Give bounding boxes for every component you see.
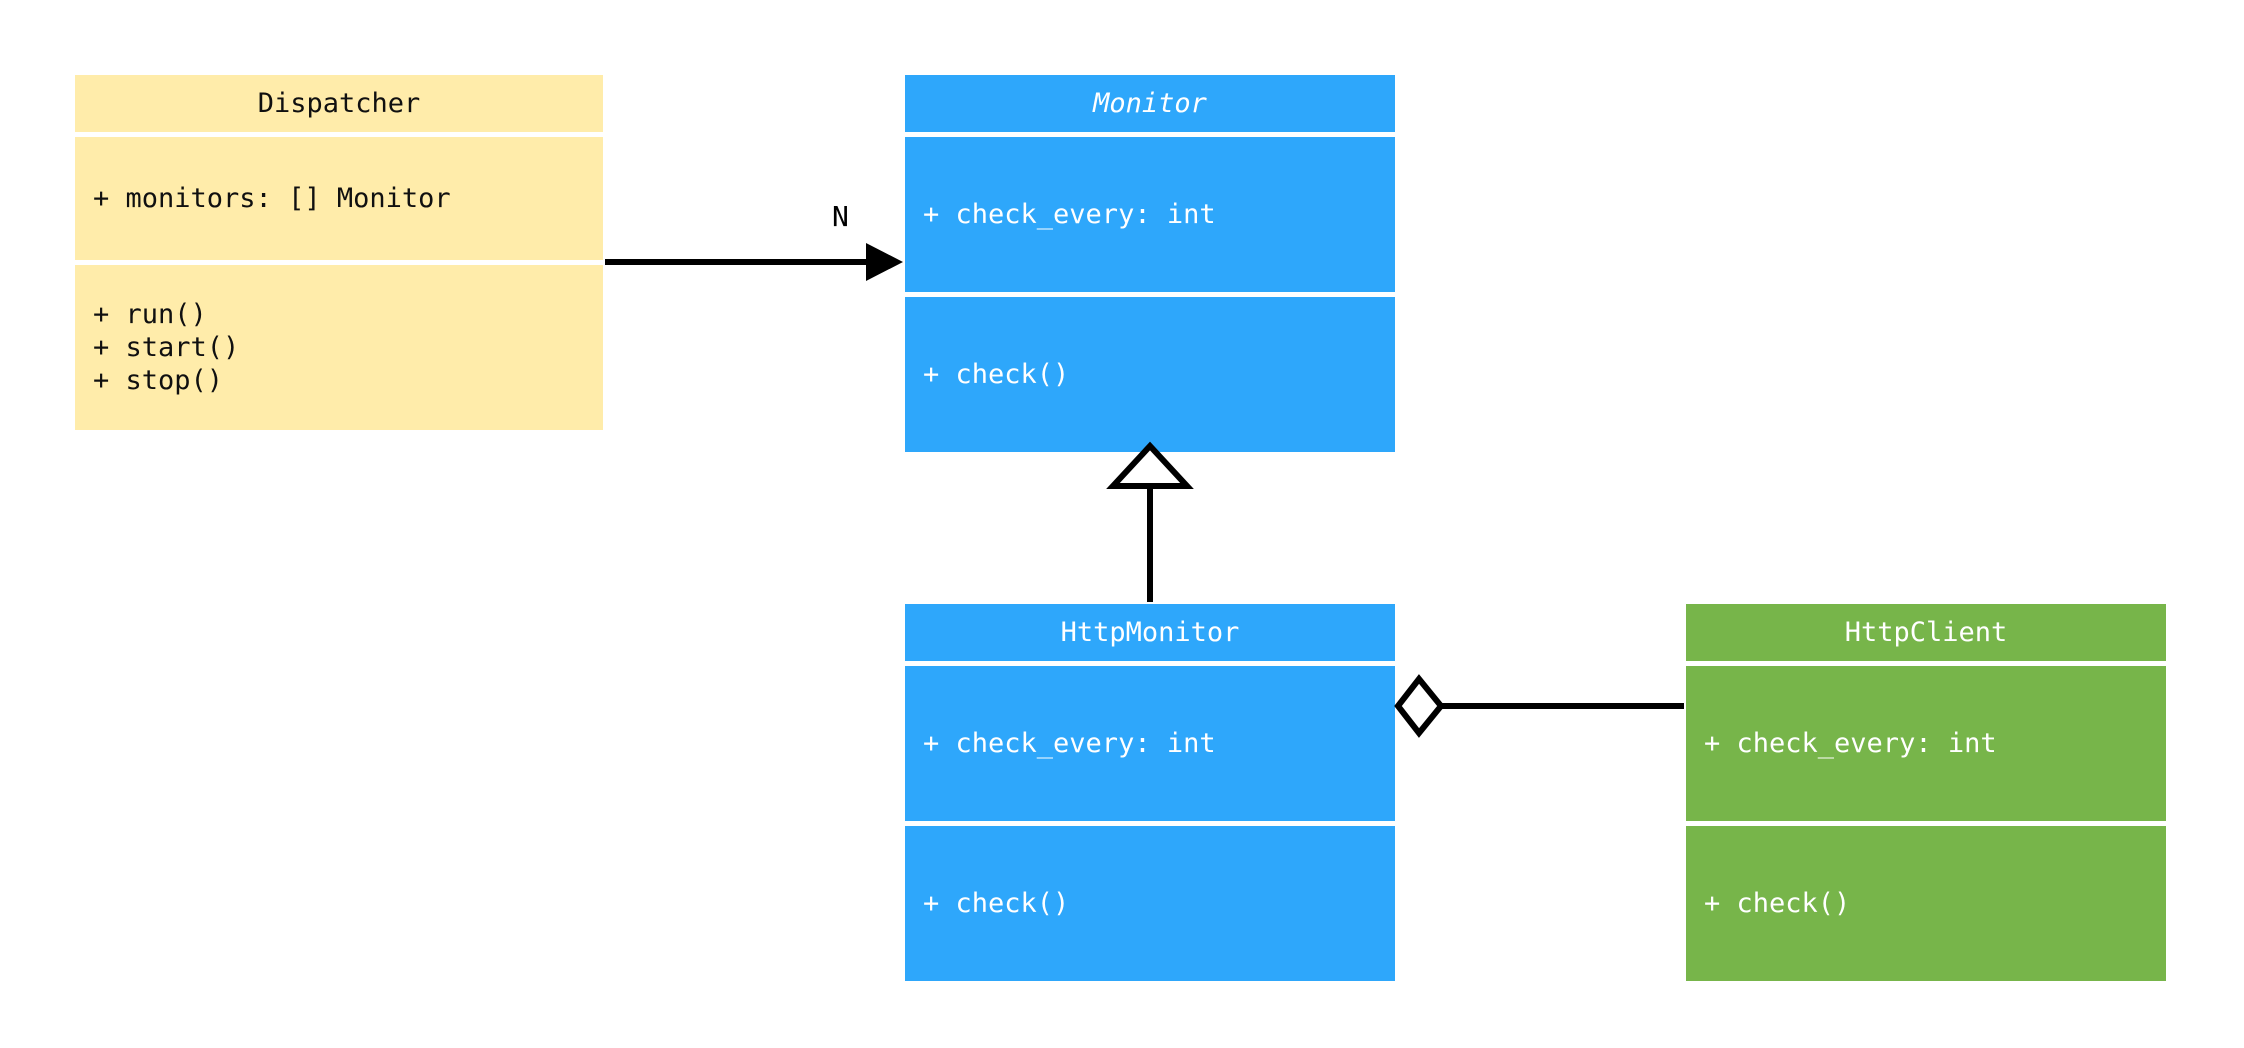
attribute-list: + check_every: int — [905, 727, 1395, 760]
attribute-list: + check_every: int — [1686, 727, 2166, 760]
class-box-monitor[interactable]: Monitor + check_every: int + check() — [905, 75, 1395, 452]
method-item: + stop() — [93, 365, 224, 396]
class-name-dispatcher: Dispatcher — [257, 88, 421, 119]
attribute-list: + monitors: [] Monitor — [75, 182, 603, 215]
hollow-triangle-arrowhead-icon — [1106, 441, 1194, 489]
class-attributes-compartment: + check_every: int — [905, 666, 1395, 821]
filled-triangle-arrowhead-icon — [866, 243, 903, 281]
attribute-item: + check_every: int — [1704, 728, 1997, 759]
method-list: + check() — [905, 887, 1395, 920]
attribute-item: + check_every: int — [923, 728, 1216, 759]
relation-inheritance-httpmonitor-monitor — [1106, 441, 1194, 602]
method-item: + check() — [923, 359, 1070, 390]
method-list: + run() + start() + stop() — [75, 298, 603, 397]
class-box-httpmonitor[interactable]: HttpMonitor + check_every: int + check() — [905, 604, 1395, 981]
class-attributes-compartment: + monitors: [] Monitor — [75, 137, 603, 260]
class-methods-compartment: + run() + start() + stop() — [75, 265, 603, 430]
hollow-diamond-icon — [1394, 674, 1445, 738]
attribute-item: + monitors: [] Monitor — [93, 183, 451, 214]
class-title-compartment: HttpClient — [1686, 604, 2166, 661]
method-item: + run() — [93, 299, 207, 330]
relation-aggregation-httpmonitor-httpclient — [1394, 674, 1684, 738]
class-title-compartment: HttpMonitor — [905, 604, 1395, 661]
method-list: + check() — [1686, 887, 2166, 920]
class-title-compartment: Dispatcher — [75, 75, 603, 132]
class-name-monitor: Monitor — [1093, 88, 1207, 119]
class-name-httpmonitor: HttpMonitor — [1060, 617, 1240, 648]
class-name-httpclient: HttpClient — [1844, 617, 2008, 648]
attribute-item: + check_every: int — [923, 199, 1216, 230]
class-box-dispatcher[interactable]: Dispatcher + monitors: [] Monitor + run(… — [75, 75, 603, 430]
attribute-list: + check_every: int — [905, 198, 1395, 231]
method-item: + check() — [923, 888, 1070, 919]
class-attributes-compartment: + check_every: int — [1686, 666, 2166, 821]
method-item: + start() — [93, 332, 240, 363]
class-methods-compartment: + check() — [905, 297, 1395, 452]
relation-association-dispatcher-monitor — [605, 243, 903, 281]
class-box-httpclient[interactable]: HttpClient + check_every: int + check() — [1686, 604, 2166, 981]
method-list: + check() — [905, 358, 1395, 391]
class-methods-compartment: + check() — [1686, 826, 2166, 981]
class-methods-compartment: + check() — [905, 826, 1395, 981]
association-multiplicity-label: N — [832, 200, 849, 233]
method-item: + check() — [1704, 888, 1851, 919]
class-attributes-compartment: + check_every: int — [905, 137, 1395, 292]
class-title-compartment: Monitor — [905, 75, 1395, 132]
